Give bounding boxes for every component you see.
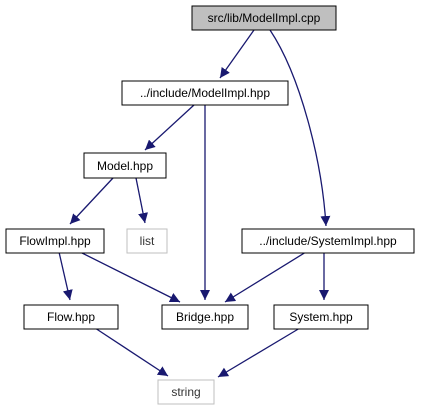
edge-modelimpl-cpp-to-modelimpl-hpp — [219, 29, 255, 79]
node-list[interactable]: list — [126, 228, 168, 254]
node-label-model-hpp: Model.hpp — [97, 159, 153, 173]
node-label-modelimpl-cpp: src/lib/ModelImpl.cpp — [208, 11, 321, 25]
node-systemimpl-hpp[interactable]: ../include/SystemImpl.hpp — [241, 228, 415, 254]
node-flowimpl-hpp[interactable]: FlowImpl.hpp — [5, 228, 105, 254]
node-label-system-hpp: System.hpp — [289, 310, 353, 324]
edge-flowimpl-hpp-to-bridge-hpp — [79, 251, 181, 303]
edge-modelimpl-hpp-to-model-hpp — [144, 104, 195, 151]
node-modelimpl-hpp[interactable]: ../include/ModelImpl.hpp — [121, 80, 289, 106]
node-model-hpp[interactable]: Model.hpp — [83, 152, 167, 179]
edge-modelimpl-cpp-to-systemimpl-hpp — [269, 29, 331, 227]
node-string[interactable]: string — [157, 379, 215, 405]
node-label-bridge-hpp: Bridge.hpp — [176, 310, 234, 324]
edge-systemimpl-hpp-to-bridge-hpp — [224, 251, 307, 303]
node-label-flowimpl-hpp: FlowImpl.hpp — [19, 234, 91, 248]
edge-model-hpp-to-list — [135, 177, 148, 224]
node-label-modelimpl-hpp: ../include/ModelImpl.hpp — [140, 86, 270, 100]
edge-model-hpp-to-flowimpl-hpp — [69, 177, 114, 225]
node-flow-hpp[interactable]: Flow.hpp — [23, 304, 119, 330]
node-bridge-hpp[interactable]: Bridge.hpp — [161, 304, 249, 330]
node-label-string: string — [171, 385, 200, 399]
node-label-flow-hpp: Flow.hpp — [47, 310, 95, 324]
node-modelimpl-cpp[interactable]: src/lib/ModelImpl.cpp — [191, 5, 337, 31]
node-system-hpp[interactable]: System.hpp — [273, 304, 369, 330]
nodes-layer: src/lib/ModelImpl.cpp ../include/ModelIm… — [5, 5, 415, 405]
node-label-list: list — [140, 234, 155, 248]
edge-system-hpp-to-string — [217, 327, 301, 378]
edge-flowimpl-hpp-to-flow-hpp — [58, 251, 73, 301]
node-label-systemimpl-hpp: ../include/SystemImpl.hpp — [259, 234, 397, 248]
edges-layer — [58, 29, 331, 378]
edge-flow-hpp-to-string — [94, 327, 169, 377]
